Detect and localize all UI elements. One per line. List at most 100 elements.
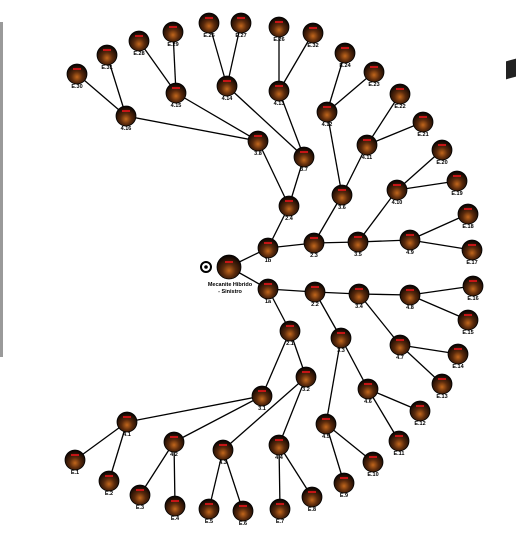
node-E.26[interactable]: E.26 xyxy=(268,16,290,43)
node-E.27[interactable]: E.27 xyxy=(230,12,252,39)
node-4.11[interactable]: 4.11 xyxy=(356,134,378,161)
node-ball-icon xyxy=(268,80,290,102)
node-E.4[interactable]: E.4 xyxy=(164,495,186,522)
node-E.2[interactable]: E.2 xyxy=(98,470,120,497)
node-E.17[interactable]: E.17 xyxy=(461,239,483,266)
node-ball-icon xyxy=(457,203,479,225)
node-ball-icon xyxy=(257,278,279,300)
node-2.1[interactable]: 2.1 xyxy=(279,320,301,347)
node-E.24[interactable]: E.24 xyxy=(334,42,356,69)
node-3.1[interactable]: 3.1 xyxy=(251,385,273,412)
node-4.12[interactable]: 4.12 xyxy=(316,101,338,128)
node-4.9[interactable]: 4.9 xyxy=(399,229,421,256)
node-1b[interactable]: 1b xyxy=(257,237,279,264)
node-3.4[interactable]: 3.4 xyxy=(348,283,370,310)
node-4.14[interactable]: 4.14 xyxy=(216,75,238,102)
node-E.13[interactable]: E.13 xyxy=(431,373,453,400)
node-E.16[interactable]: E.16 xyxy=(462,275,484,302)
node-4.3[interactable]: 4.3 xyxy=(212,439,234,466)
edge-3.8-4.15 xyxy=(175,92,259,142)
node-ball-icon xyxy=(399,284,421,306)
node-ball-icon xyxy=(363,61,385,83)
node-ball-icon xyxy=(386,179,408,201)
node-E.11[interactable]: E.11 xyxy=(388,430,410,457)
node-label: E.16 xyxy=(467,296,478,302)
node-label: E.8 xyxy=(308,507,316,513)
node-E.21[interactable]: E.21 xyxy=(412,111,434,138)
node-4.13[interactable]: 4.13 xyxy=(268,80,290,107)
node-2.2[interactable]: 2.2 xyxy=(304,281,326,308)
edge-3.3-4.5 xyxy=(325,337,342,425)
node-E.19[interactable]: E.19 xyxy=(446,170,468,197)
node-E.6[interactable]: E.6 xyxy=(232,500,254,527)
node-ball-icon xyxy=(304,281,326,303)
node-E.10[interactable]: E.10 xyxy=(362,451,384,478)
node-2.3[interactable]: 2.3 xyxy=(303,232,325,259)
node-E.18[interactable]: E.18 xyxy=(457,203,479,230)
node-3.3[interactable]: 3.3 xyxy=(330,327,352,354)
node-label: E.2 xyxy=(105,491,113,497)
node-root[interactable] xyxy=(200,254,242,280)
node-E.30[interactable]: E.30 xyxy=(66,63,88,90)
node-4.10[interactable]: 4.10 xyxy=(386,179,408,206)
node-4.6[interactable]: 4.6 xyxy=(357,378,379,405)
node-label: E.5 xyxy=(205,519,213,525)
node-3.2[interactable]: 3.2 xyxy=(295,366,317,393)
node-E.25[interactable]: E.25 xyxy=(198,12,220,39)
node-E.28[interactable]: E.28 xyxy=(128,30,150,57)
node-3.6[interactable]: 3.6 xyxy=(331,184,353,211)
node-E.8[interactable]: E.8 xyxy=(301,486,323,513)
node-4.7[interactable]: 4.7 xyxy=(389,334,411,361)
node-4.4[interactable]: 4.4 xyxy=(268,434,290,461)
node-4.8[interactable]: 4.8 xyxy=(399,284,421,311)
node-ball-icon xyxy=(216,254,242,280)
node-E.12[interactable]: E.12 xyxy=(409,400,431,427)
node-ball-icon xyxy=(66,63,88,85)
edge-3.8-4.16 xyxy=(125,115,259,142)
node-ball-icon xyxy=(293,146,315,168)
node-E.3[interactable]: E.3 xyxy=(129,484,151,511)
node-label: E.14 xyxy=(452,364,464,370)
root-label: Mecanite Hibrido - Sinistro xyxy=(208,282,253,295)
node-3.7[interactable]: 3.7 xyxy=(293,146,315,173)
node-4.2[interactable]: 4.2 xyxy=(163,431,185,458)
node-label: E.17 xyxy=(466,260,477,266)
node-ball-icon xyxy=(330,327,352,349)
node-label: 4.6 xyxy=(364,399,372,405)
edge-4.15-E.28 xyxy=(138,40,177,94)
node-E.1[interactable]: E.1 xyxy=(64,449,86,476)
node-3.8[interactable]: 3.8 xyxy=(247,130,269,157)
node-ball-icon xyxy=(115,105,137,127)
node-ball-icon xyxy=(302,22,324,44)
node-ball-icon xyxy=(446,170,468,192)
node-E.22[interactable]: E.22 xyxy=(389,83,411,110)
node-E.23[interactable]: E.23 xyxy=(363,61,385,88)
node-4.5[interactable]: 4.5 xyxy=(315,413,337,440)
node-E.14[interactable]: E.14 xyxy=(447,343,469,370)
node-E.9[interactable]: E.9 xyxy=(333,472,355,499)
node-label: E.22 xyxy=(394,104,405,110)
node-4.15[interactable]: 4.15 xyxy=(165,82,187,109)
node-E.31[interactable]: E.31 xyxy=(96,44,118,71)
node-4.16[interactable]: 4.16 xyxy=(115,105,137,132)
node-E.7[interactable]: E.7 xyxy=(269,498,291,525)
node-3.5[interactable]: 3.5 xyxy=(347,231,369,258)
node-E.5[interactable]: E.5 xyxy=(198,498,220,525)
node-label: 4.5 xyxy=(322,434,330,440)
node-label: 4.7 xyxy=(396,355,404,361)
node-label: E.29 xyxy=(167,42,178,48)
node-ball-icon xyxy=(165,82,187,104)
node-E.32[interactable]: E.32 xyxy=(302,22,324,49)
node-label: 4.10 xyxy=(392,200,403,206)
node-E.29[interactable]: E.29 xyxy=(162,21,184,48)
node-E.15[interactable]: E.15 xyxy=(457,309,479,336)
node-ball-icon xyxy=(163,431,185,453)
node-ball-icon xyxy=(362,451,384,473)
node-E.20[interactable]: E.20 xyxy=(431,139,453,166)
node-1a[interactable]: 1a xyxy=(257,278,279,305)
node-4.1[interactable]: 4.1 xyxy=(116,411,138,438)
node-2.4[interactable]: 2.4 xyxy=(278,195,300,222)
node-ball-icon xyxy=(128,30,150,52)
node-ball-icon xyxy=(247,130,269,152)
